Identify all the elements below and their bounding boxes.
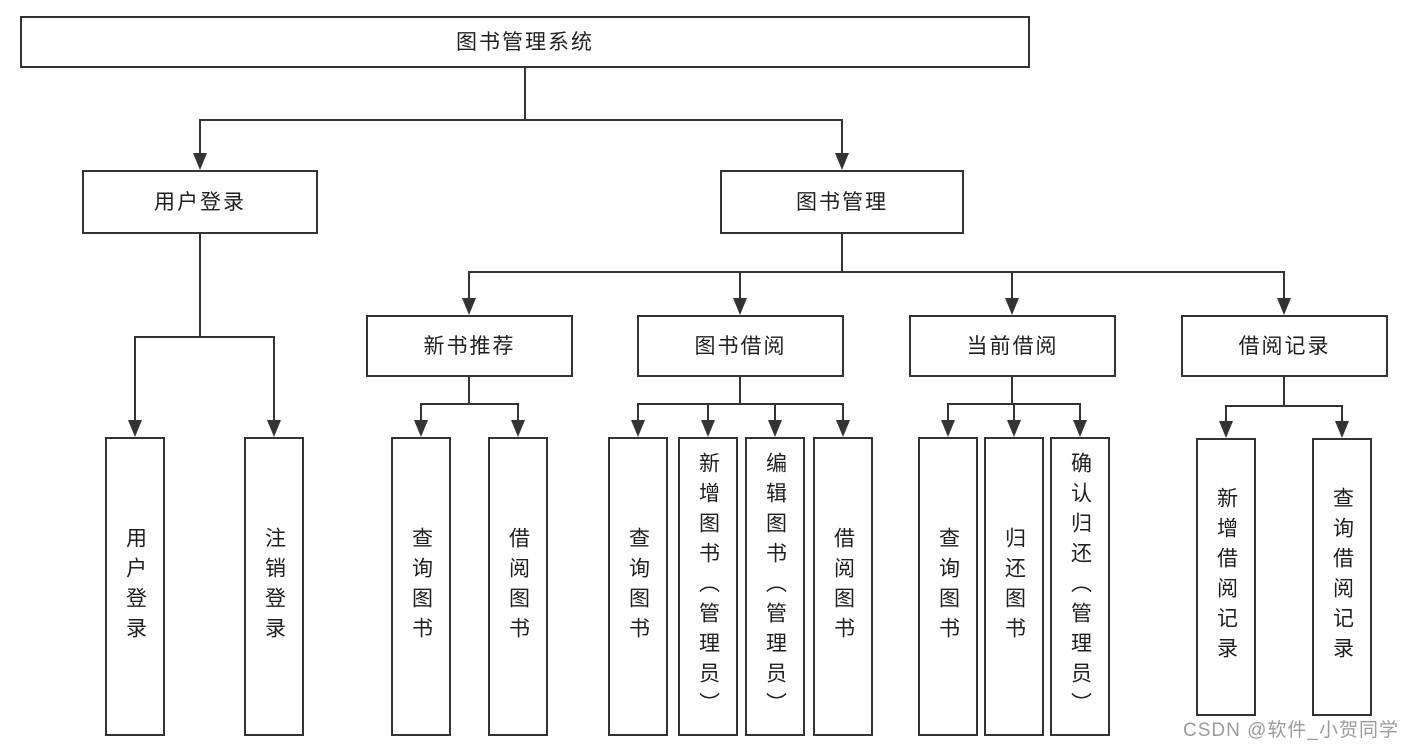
leaf-borrowing-add-books-admin: 新增图书（管理员） bbox=[678, 437, 738, 736]
node-library-management-system: 图书管理系统 bbox=[20, 16, 1030, 68]
node-new-book-recommendation: 新书推荐 bbox=[366, 315, 573, 377]
leaf-newbook-borrow-books: 借阅图书 bbox=[488, 437, 548, 736]
node-label: 图书借阅 bbox=[694, 334, 787, 358]
node-label: 借阅图书 bbox=[831, 526, 855, 647]
node-label: 新增图书（管理员） bbox=[696, 451, 720, 722]
node-label: 图书管理系统 bbox=[456, 30, 594, 54]
csdn-watermark: CSDN @软件_小贺同学 bbox=[1183, 720, 1399, 741]
leaf-records-query-borrow-record: 查询借阅记录 bbox=[1312, 438, 1372, 716]
node-label: 查询图书 bbox=[409, 526, 433, 647]
node-label: 用户登录 bbox=[123, 526, 147, 647]
connector-arrowheads bbox=[128, 153, 1349, 438]
leaf-current-return-books: 归还图书 bbox=[984, 437, 1044, 736]
leaf-records-add-borrow-record: 新增借阅记录 bbox=[1196, 438, 1256, 716]
leaf-logout: 注销登录 bbox=[244, 437, 304, 736]
node-label: 借阅记录 bbox=[1238, 334, 1331, 358]
node-user-login: 用户登录 bbox=[82, 170, 318, 234]
node-label: 确认归还（管理员） bbox=[1068, 451, 1092, 722]
leaf-newbook-query-books: 查询图书 bbox=[391, 437, 451, 736]
leaf-borrowing-borrow-books: 借阅图书 bbox=[813, 437, 873, 736]
node-book-borrowing: 图书借阅 bbox=[637, 315, 844, 377]
node-label: 当前借阅 bbox=[966, 334, 1059, 358]
node-borrowing-records: 借阅记录 bbox=[1181, 315, 1388, 377]
leaf-user-login: 用户登录 bbox=[105, 437, 165, 736]
node-label: 注销登录 bbox=[262, 526, 286, 647]
node-book-management: 图书管理 bbox=[720, 170, 964, 234]
node-label: 用户登录 bbox=[154, 190, 246, 214]
leaf-borrowing-query-books: 查询图书 bbox=[608, 437, 668, 736]
node-label: 查询借阅记录 bbox=[1330, 487, 1354, 667]
node-label: 图书管理 bbox=[796, 190, 888, 214]
leaf-current-confirm-return-admin: 确认归还（管理员） bbox=[1050, 437, 1110, 736]
node-label: 查询图书 bbox=[626, 526, 650, 647]
node-label: 查询图书 bbox=[936, 526, 960, 647]
connector-edges bbox=[134, 68, 1343, 424]
node-label: 新增借阅记录 bbox=[1214, 487, 1238, 667]
node-label: 新书推荐 bbox=[423, 334, 516, 358]
node-label: 归还图书 bbox=[1002, 526, 1026, 647]
leaf-current-query-books: 查询图书 bbox=[918, 437, 978, 736]
leaf-borrowing-edit-books-admin: 编辑图书（管理员） bbox=[745, 437, 805, 736]
node-label: 编辑图书（管理员） bbox=[763, 451, 787, 722]
node-label: 借阅图书 bbox=[506, 526, 530, 647]
node-current-borrowing: 当前借阅 bbox=[909, 315, 1116, 377]
